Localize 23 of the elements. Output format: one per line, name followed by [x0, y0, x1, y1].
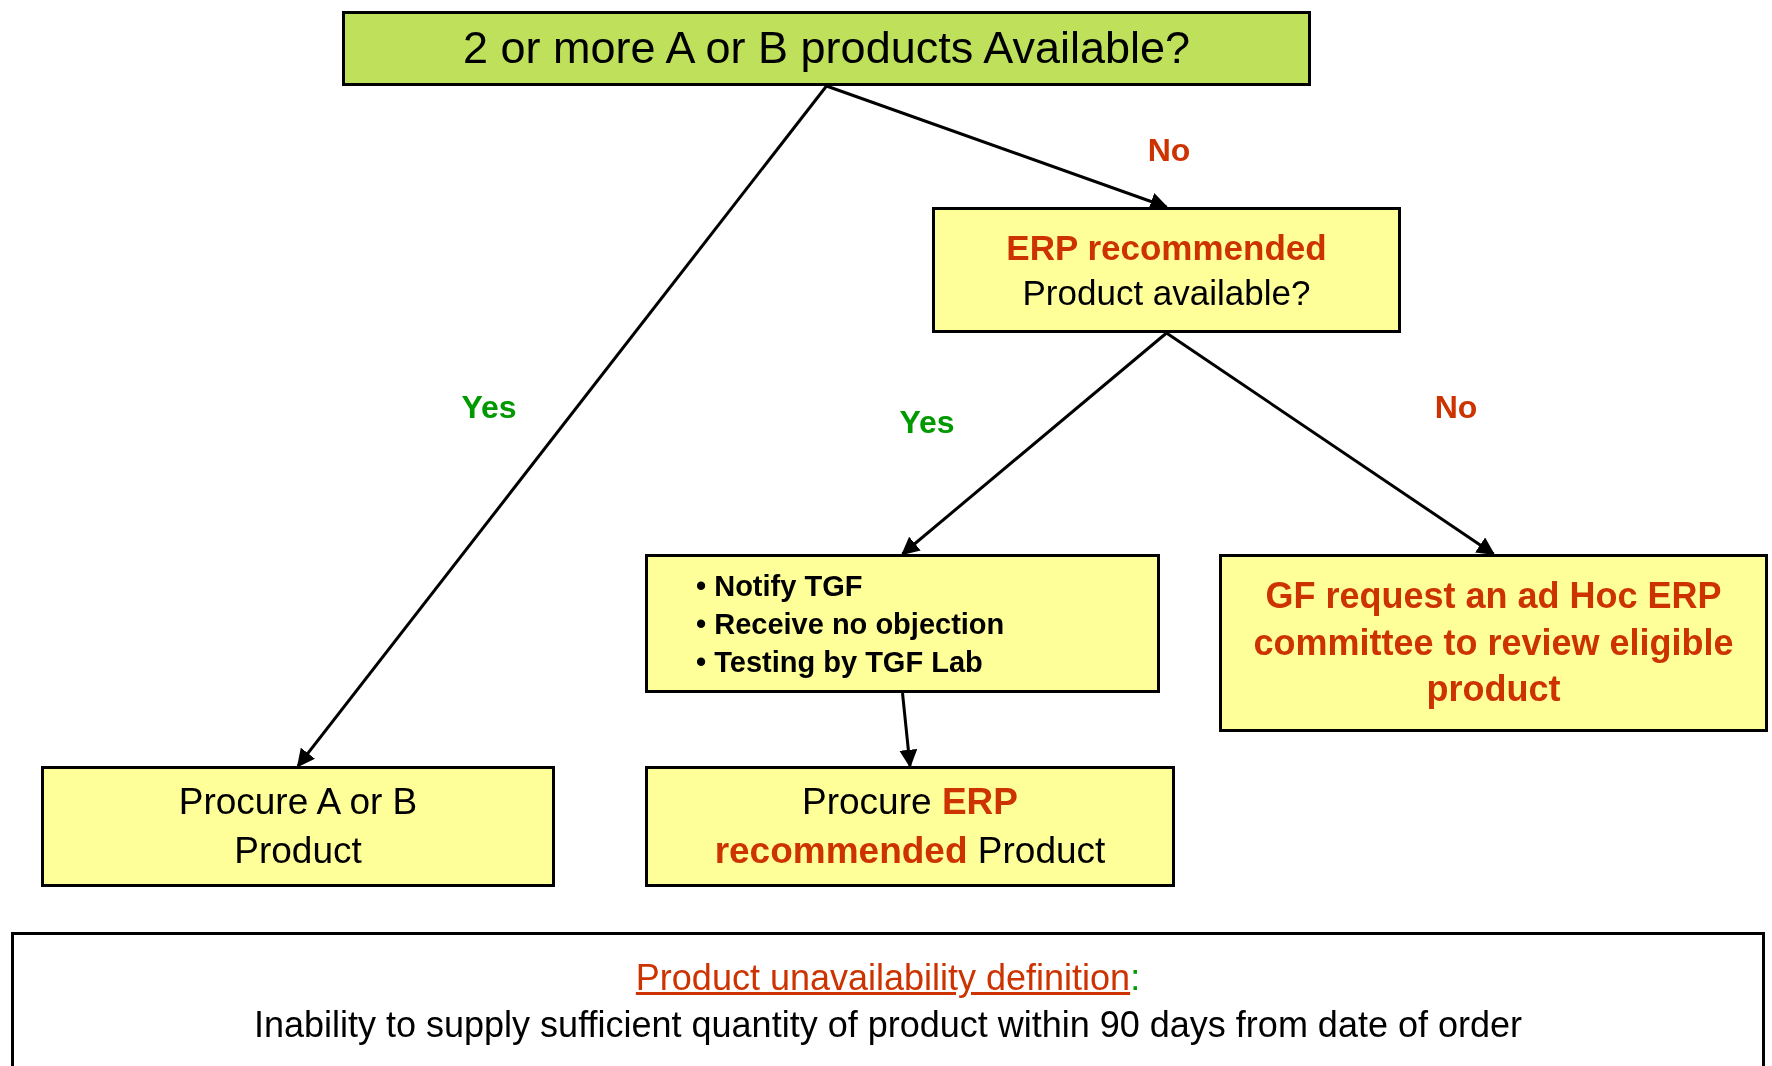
bullet-item: • Notify TGF [696, 568, 864, 604]
arrow [296, 85, 828, 768]
process-box [41, 766, 555, 887]
process-box [645, 766, 1175, 887]
node-text: Procure A or B Product [177, 780, 419, 873]
decision-box [932, 207, 1401, 333]
process-box [1219, 554, 1768, 732]
heading: Product unavailability definition [635, 957, 1131, 999]
process-box [645, 554, 1160, 693]
arrow [901, 331, 1168, 556]
bullet-item: • Receive no objection [696, 606, 1006, 642]
colon: : [1130, 957, 1141, 999]
node-text: Procure ERP recommended Product [713, 780, 1107, 873]
node-text: 2 or more A or B products Available? [462, 21, 1191, 76]
node-text: Product available? [1022, 272, 1311, 314]
bullet-item: • Testing by TGF Lab [696, 644, 984, 680]
note-box [11, 932, 1765, 1066]
arrow [899, 692, 918, 768]
node-text: ERP recommended [1006, 226, 1327, 269]
decision-box [342, 11, 1311, 86]
definition-text: Inability to supply sufficient quantity of product within 90 days from date of order [253, 1003, 1522, 1047]
node-text: GF request an ad Hoc ERP committee to review eligible product [1252, 573, 1735, 712]
arrow [1165, 331, 1495, 556]
